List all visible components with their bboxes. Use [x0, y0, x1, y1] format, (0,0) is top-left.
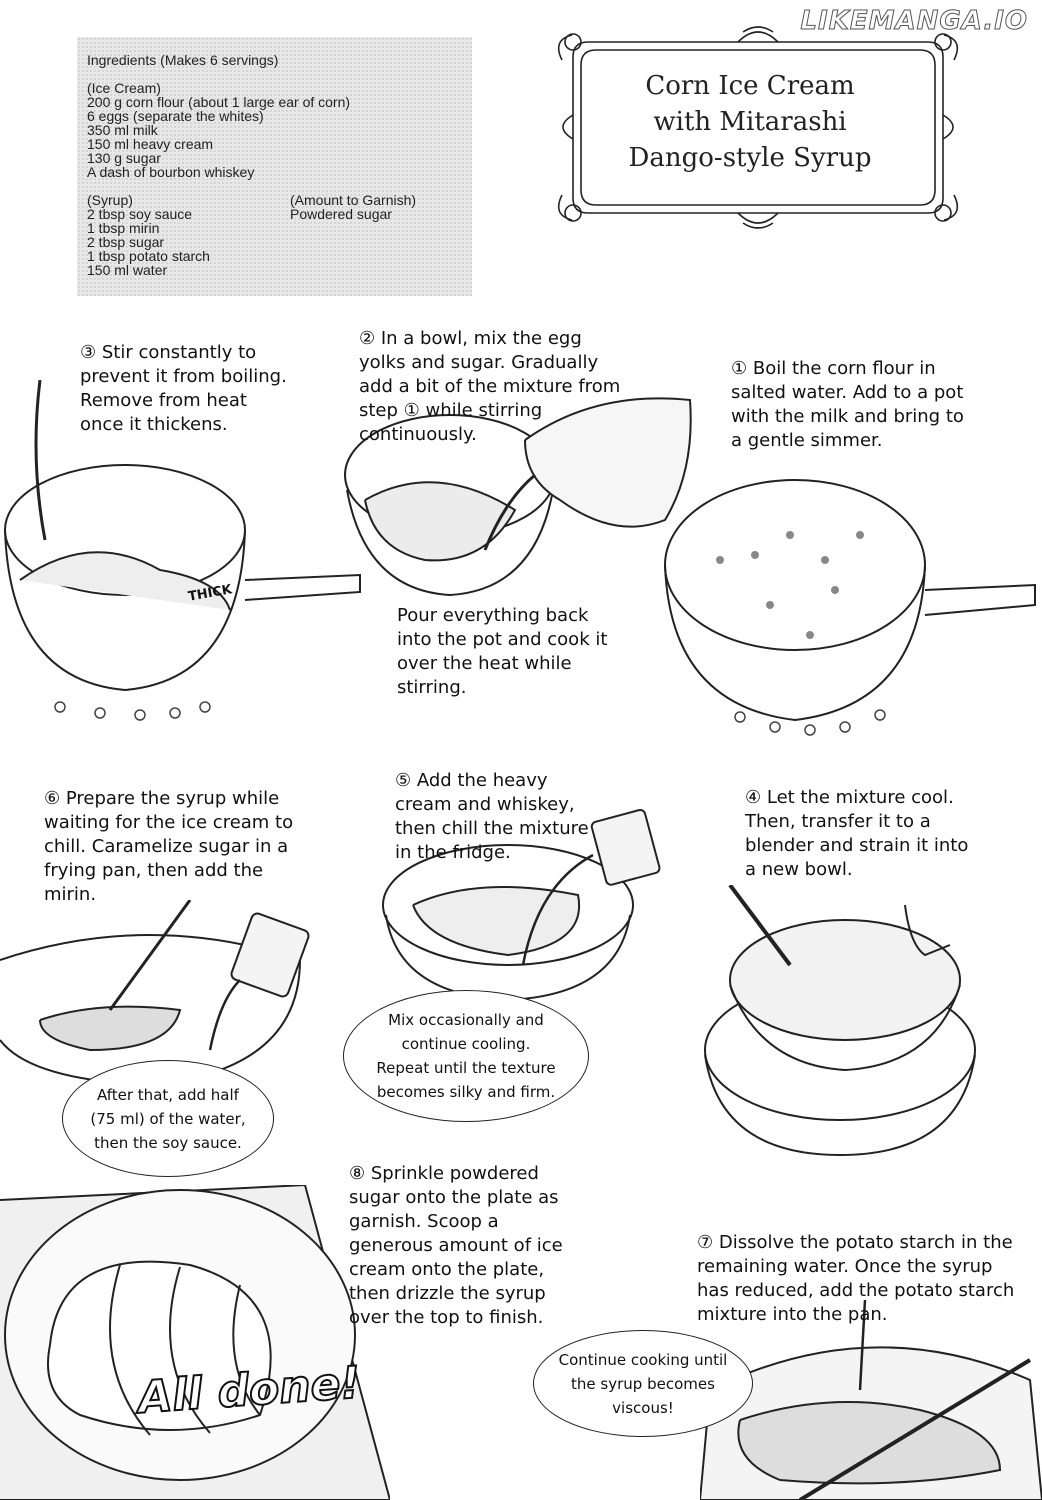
ingredient-item: A dash of bourbon whiskey [87, 164, 255, 180]
step3-pot-illustration [4, 380, 361, 721]
title-line: Corn Ice Cream [645, 71, 855, 101]
ingredient-item: 2 tbsp sugar [87, 234, 165, 250]
step6-pan-illustration [0, 900, 310, 1087]
step-2-continued-text: Pour everything back into the pot and co… [397, 605, 608, 698]
step-5-text: ⑤ Add the heavy cream and whiskey, then … [395, 770, 589, 863]
step8-plate-illustration [0, 1185, 390, 1500]
ingredients-header: Ingredients (Makes 6 servings) [87, 52, 279, 68]
ingredient-item: 2 tbsp soy sauce [87, 206, 193, 222]
ingredient-item: 1 tbsp mirin [87, 220, 160, 236]
ingredient-item: 150 ml heavy cream [87, 136, 214, 152]
speech-bubble-step7: Continue cooking until the syrup becomes… [533, 1330, 753, 1437]
syrup-label: (Syrup) [87, 192, 133, 208]
step-4-text: ④ Let the mixture cool. Then, transfer i… [745, 787, 969, 880]
step1-pot-illustration [664, 479, 1036, 736]
title-line: Dango-style Syrup [628, 143, 872, 173]
ingredients-box: Ingredients (Makes 6 servings) (Ice Crea… [77, 37, 472, 296]
step5-bowl-illustration [382, 808, 661, 1002]
ingredient-item: 6 eggs (separate the whites) [87, 108, 264, 124]
step-8-text: ⑧ Sprinkle powdered sugar onto the plate… [349, 1163, 563, 1328]
step-7-text: ⑦ Dissolve the potato starch in the rema… [697, 1232, 1015, 1325]
step-2-text: ② In a bowl, mix the egg yolks and sugar… [359, 328, 621, 445]
ingredient-item: 130 g sugar [87, 150, 161, 166]
ice-cream-label: (Ice Cream) [87, 80, 161, 96]
recipe-title: Corn Ice Cream with Mitarashi Dango-styl… [590, 68, 910, 176]
ingredient-item: 200 g corn flour (about 1 large ear of c… [87, 94, 351, 110]
garnish-label: (Amount to Garnish) [290, 192, 417, 208]
title-line: with Mitarashi [653, 107, 847, 137]
step7-pan-illustration [700, 1300, 1042, 1500]
step4-strainer-illustration [704, 885, 976, 1157]
title-frame [557, 26, 959, 229]
ingredient-item: 350 ml milk [87, 122, 158, 138]
step-1-text: ① Boil the corn flour in salted water. A… [731, 358, 964, 451]
step-6-text: ⑥ Prepare the syrup while waiting for th… [44, 788, 294, 905]
speech-bubble-step6: After that, add half (75 ml) of the wate… [62, 1060, 274, 1177]
ingredient-item: 150 ml water [87, 262, 168, 278]
ingredient-item: 1 tbsp potato starch [87, 248, 210, 264]
watermark: LIKEMANGA.IO [800, 6, 1028, 37]
garnish-item: Powdered sugar [290, 206, 392, 222]
speech-bubble-step5: Mix occasionally and continue cooling. R… [343, 990, 589, 1122]
step-3-text: ③ Stir constantly to prevent it from boi… [80, 342, 287, 435]
step2-bowls-illustration [344, 397, 692, 597]
